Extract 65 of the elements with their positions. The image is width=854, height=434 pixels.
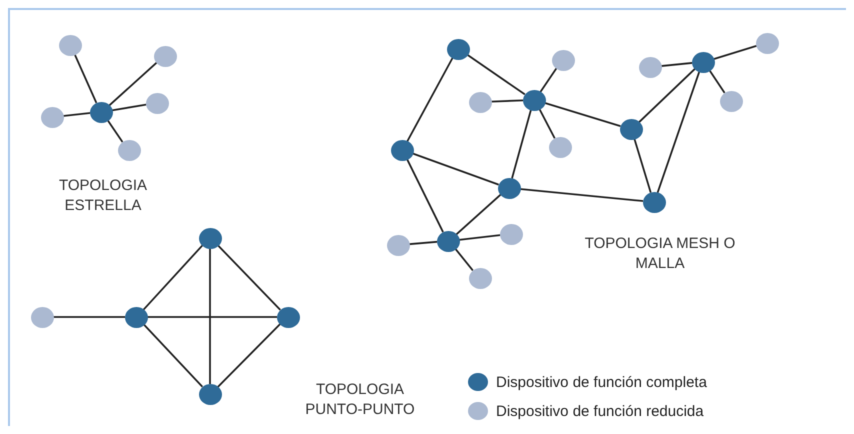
connection-line (456, 194, 502, 236)
full-device-node (198, 384, 222, 404)
topology-title: TOPOLOGIA ESTRELLA (58, 176, 148, 216)
reduced-device-node (720, 90, 742, 112)
connection-line (406, 57, 454, 142)
connection-line (217, 323, 281, 388)
topology-title: TOPOLOGIA PUNTO-PUNTO (304, 380, 416, 420)
full-device-node (276, 306, 300, 328)
connection-line (520, 188, 644, 202)
full-device-node (642, 192, 666, 212)
connection-line (112, 104, 146, 112)
full-device-node (436, 230, 460, 252)
connection-line (142, 324, 204, 388)
connection-line (490, 99, 524, 103)
reduced-device-node (58, 34, 82, 56)
reduced-device-node (30, 306, 54, 328)
connection-line (406, 158, 444, 232)
reduced-device-node (118, 140, 140, 160)
reduced-device-node (552, 50, 574, 70)
connection-line (466, 54, 526, 96)
reduced-device-node (638, 56, 662, 78)
connection-line (544, 102, 621, 127)
connection-line (511, 109, 532, 179)
reduced-device-node (386, 234, 410, 256)
connection-line (62, 112, 90, 117)
reduced-device-node (154, 46, 176, 66)
connection-line (106, 120, 124, 142)
reduced-device-node (756, 32, 778, 54)
connection-line (412, 152, 499, 186)
connection-line (108, 62, 158, 106)
connection-line (217, 244, 281, 310)
reduced-device-node (146, 92, 168, 114)
legend-text: Dispositivo de función reducida (496, 402, 704, 420)
full-device-node (498, 178, 520, 198)
reduced-device-node (468, 268, 492, 288)
full-device-node (446, 38, 470, 60)
connection-line (633, 138, 652, 193)
full-device-node (692, 52, 714, 72)
connection-line (74, 54, 98, 104)
connection-line (656, 71, 700, 193)
connection-line (458, 234, 500, 241)
connection-line (660, 62, 692, 67)
connection-line (454, 248, 474, 271)
reduced-device-node (548, 136, 572, 158)
reduced-device-node (500, 224, 522, 244)
connection-line (708, 70, 726, 94)
full-device-node (620, 118, 642, 140)
connection-line (540, 68, 558, 92)
reduced-device-node (468, 92, 492, 112)
full-device-node (90, 102, 112, 122)
legend-text: Dispositivo de función completa (496, 374, 707, 390)
topology-title: TOPOLOGIA MESH O MALLA (584, 234, 736, 274)
connection-line (538, 108, 556, 139)
connection-line (209, 248, 211, 384)
connection-line (147, 316, 277, 318)
full-device-node (124, 306, 148, 328)
full-device-node (522, 90, 546, 110)
full-device-node (198, 228, 222, 248)
connection-line (53, 316, 125, 318)
connection-line (142, 244, 204, 310)
connection-line (638, 68, 696, 123)
reduced-device-node (40, 106, 64, 128)
connection-line (713, 44, 757, 60)
connection-line (408, 240, 438, 246)
full-device-node (390, 140, 414, 160)
